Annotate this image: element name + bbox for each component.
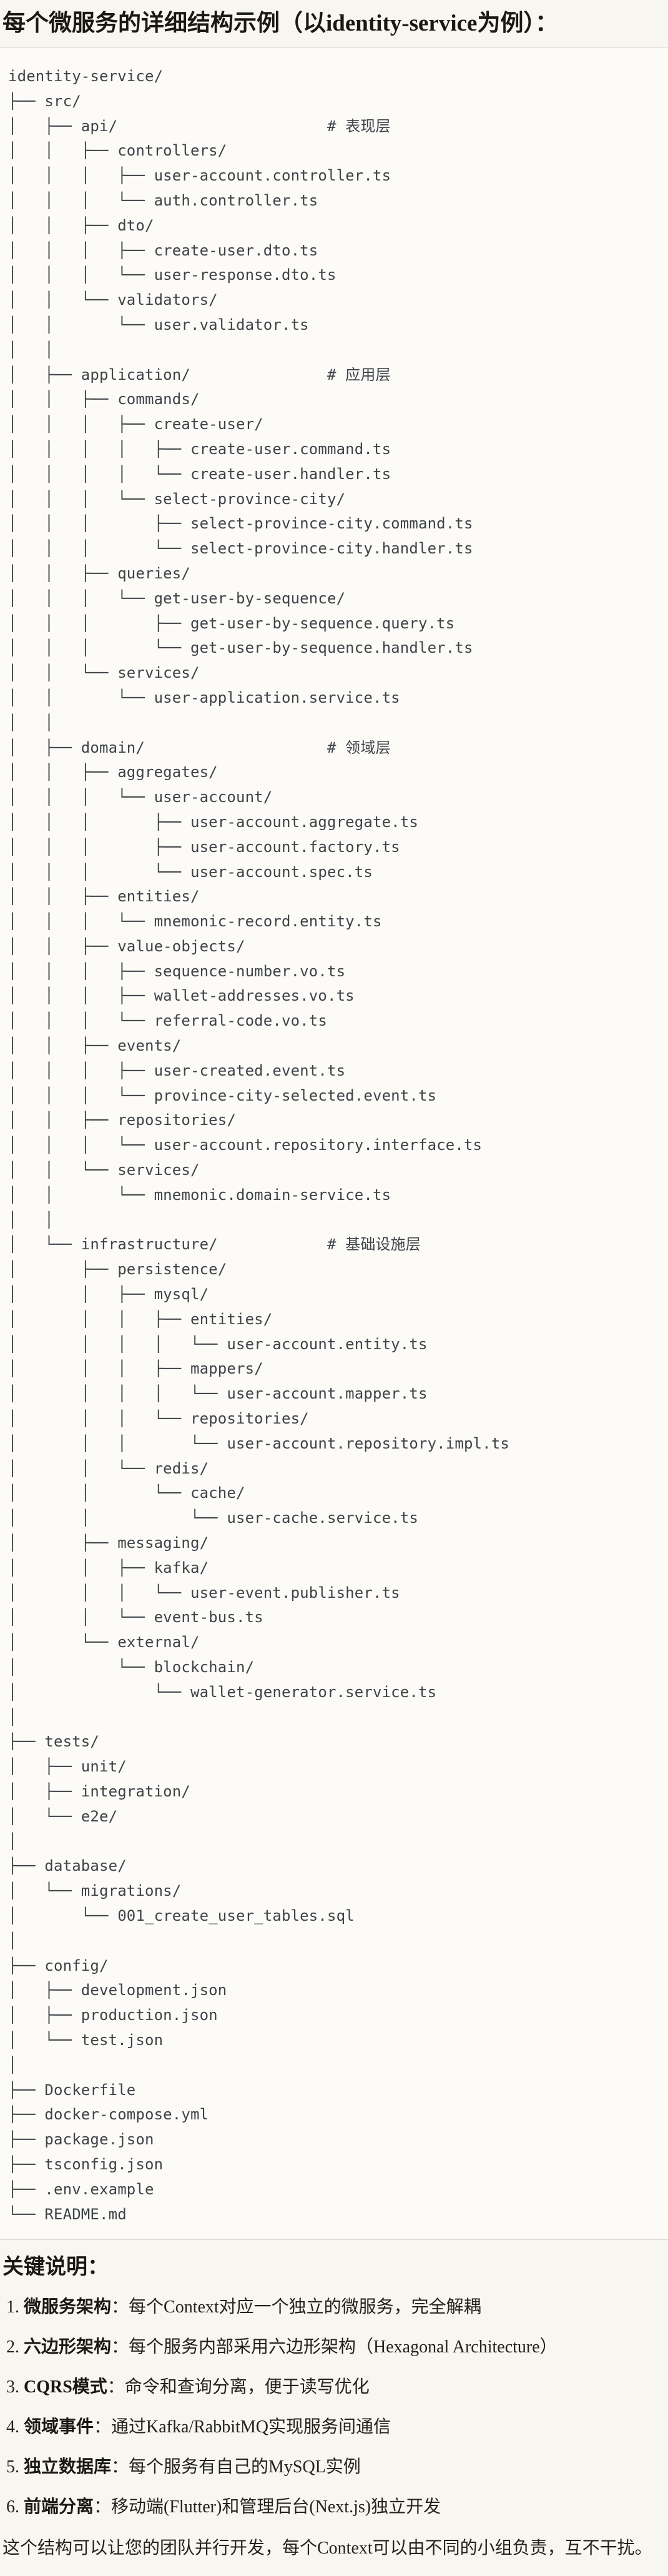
note-description: ：通过Kafka/RabbitMQ实现服务间通信 <box>94 2417 391 2437</box>
notes-list: 1.微服务架构：每个Context对应一个独立的微服务，完全解耦 2.六边形架构… <box>2 2295 663 2520</box>
notes-heading: 关键说明： <box>2 2256 109 2279</box>
note-number: 2. <box>6 2337 19 2357</box>
note-description: ：每个服务有自己的MySQL实例 <box>111 2457 361 2477</box>
note-item: 3.CQRS模式：命令和查询分离，便于读写优化 <box>6 2375 663 2400</box>
closing-paragraph: 这个结构可以让您的团队并行开发，每个Context可以由不同的小组负责，互不干扰… <box>2 2539 652 2559</box>
note-item: 5.独立数据库：每个服务有自己的MySQL实例 <box>6 2455 663 2480</box>
note-description: ：每个服务内部采用六边形架构（Hexagonal Architecture） <box>111 2337 557 2357</box>
notes-section: 关键说明： 1.微服务架构：每个Context对应一个独立的微服务，完全解耦 2… <box>0 2240 668 2567</box>
note-description: ：移动端(Flutter)和管理后台(Next.js)独立开发 <box>94 2497 441 2517</box>
note-number: 5. <box>6 2457 19 2477</box>
note-term: 前端分离 <box>24 2497 94 2517</box>
note-description: ：每个Context对应一个独立的微服务，完全解耦 <box>111 2297 481 2317</box>
note-item: 6.前端分离：移动端(Flutter)和管理后台(Next.js)独立开发 <box>6 2495 663 2520</box>
note-term: CQRS模式 <box>24 2377 107 2397</box>
code-block: identity-service/ ├── src/ │ ├── api/ # … <box>0 47 668 2241</box>
file-tree-code: identity-service/ ├── src/ │ ├── api/ # … <box>8 67 509 2223</box>
note-number: 6. <box>6 2497 19 2517</box>
note-item: 1.微服务架构：每个Context对应一个独立的微服务，完全解耦 <box>6 2295 663 2320</box>
note-number: 1. <box>6 2297 19 2317</box>
note-term: 领域事件 <box>24 2417 94 2437</box>
note-number: 4. <box>6 2417 19 2437</box>
note-term: 六边形架构 <box>24 2337 112 2357</box>
note-description: ：命令和查询分离，便于读写优化 <box>107 2377 370 2397</box>
page-title: 每个微服务的详细结构示例（以identity-service为例）： <box>2 11 558 36</box>
note-item: 4.领域事件：通过Kafka/RabbitMQ实现服务间通信 <box>6 2415 663 2440</box>
note-term: 独立数据库 <box>24 2457 112 2477</box>
note-term: 微服务架构 <box>24 2297 112 2317</box>
note-item: 2.六边形架构：每个服务内部采用六边形架构（Hexagonal Architec… <box>6 2335 663 2360</box>
note-number: 3. <box>6 2377 19 2397</box>
